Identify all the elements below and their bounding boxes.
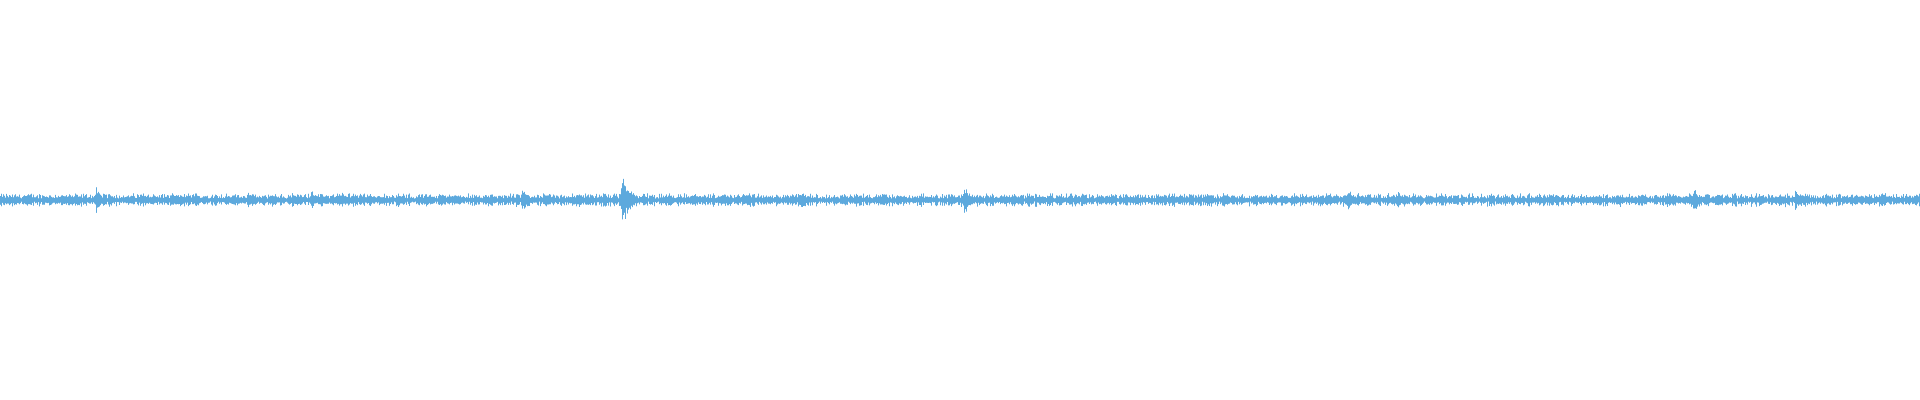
waveform-trace	[0, 178, 1920, 220]
